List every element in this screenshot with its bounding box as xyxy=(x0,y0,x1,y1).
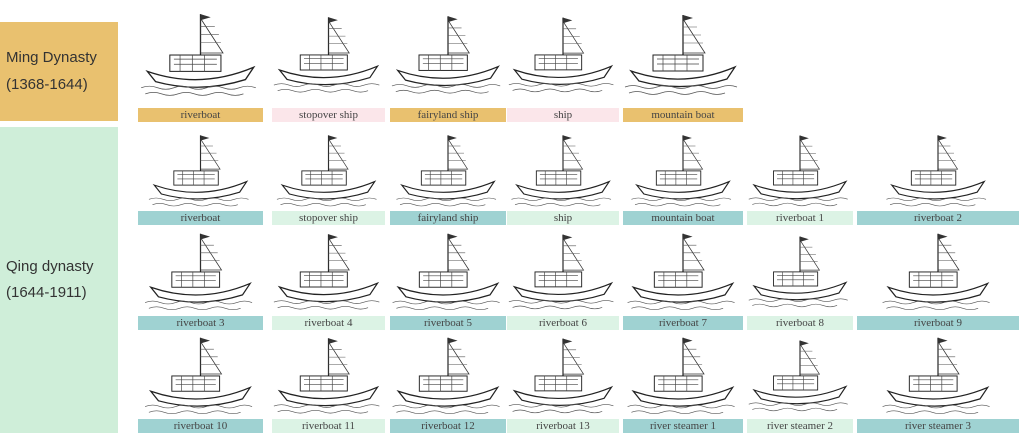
boat-label: mountain boat xyxy=(623,108,743,122)
boat-figure: fairyland ship xyxy=(390,8,506,122)
boat-figure: fairyland ship xyxy=(390,130,506,225)
boat-illustration-icon xyxy=(747,332,853,418)
boat-label: fairyland ship xyxy=(390,108,506,122)
boat-illustration-icon xyxy=(507,8,619,100)
boat-label: riverboat 9 xyxy=(857,316,1019,330)
boat-figure: mountain boat xyxy=(623,130,743,225)
boat-label: mountain boat xyxy=(623,211,743,225)
era-label-qing: Qing dynasty (1644-1911) xyxy=(0,127,118,433)
boat-figure: riverboat 7 xyxy=(623,228,743,330)
boat-label: stopover ship xyxy=(272,108,385,122)
boat-label: riverboat 12 xyxy=(390,419,506,433)
boat-label: riverboat 3 xyxy=(138,316,263,330)
boat-label: river steamer 2 xyxy=(747,419,853,433)
era-name: Ming Dynasty xyxy=(6,49,97,67)
boat-illustration-icon xyxy=(390,332,506,418)
era-years: (1368-1644) xyxy=(6,75,88,93)
boat-figure: riverboat xyxy=(138,130,263,225)
boat-illustration-icon xyxy=(623,8,743,100)
boat-label: riverboat 5 xyxy=(390,316,506,330)
boat-label: riverboat 8 xyxy=(747,316,853,330)
boat-figure: riverboat xyxy=(138,8,263,122)
boat-figure: riverboat 9 xyxy=(857,228,1019,330)
boat-illustration-icon xyxy=(272,130,385,210)
boat-figure: riverboat 4 xyxy=(272,228,385,330)
boat-figure: riverboat 5 xyxy=(390,228,506,330)
boat-figure: river steamer 2 xyxy=(747,332,853,433)
boat-label: riverboat 4 xyxy=(272,316,385,330)
boat-label: riverboat 10 xyxy=(138,419,263,433)
boat-label: ship xyxy=(507,108,619,122)
boat-label: stopover ship xyxy=(272,211,385,225)
boat-illustration-icon xyxy=(747,130,853,210)
boat-figure: riverboat 2 xyxy=(857,130,1019,225)
boat-illustration-icon xyxy=(138,8,263,100)
boat-illustration-icon xyxy=(623,130,743,210)
boat-illustration-icon xyxy=(507,130,619,210)
boat-label: riverboat 2 xyxy=(857,211,1019,225)
boat-label: riverboat 7 xyxy=(623,316,743,330)
boat-illustration-icon xyxy=(272,332,385,418)
boat-illustration-icon xyxy=(390,8,506,100)
boat-label: riverboat 13 xyxy=(507,419,619,433)
boat-label: riverboat 6 xyxy=(507,316,619,330)
era-years: (1644-1911) xyxy=(6,284,87,301)
boat-label: river steamer 1 xyxy=(623,419,743,433)
boat-label: river steamer 3 xyxy=(857,419,1019,433)
boat-figure: riverboat 12 xyxy=(390,332,506,433)
boat-figure: riverboat 13 xyxy=(507,332,619,433)
boat-figure: riverboat 11 xyxy=(272,332,385,433)
boat-illustration-icon xyxy=(507,228,619,314)
boat-figure: stopover ship xyxy=(272,130,385,225)
era-name: Qing dynasty xyxy=(6,257,94,275)
boat-illustration-icon xyxy=(390,228,506,314)
boat-label: riverboat 1 xyxy=(747,211,853,225)
boat-figure: river steamer 1 xyxy=(623,332,743,433)
boat-illustration-icon xyxy=(138,332,263,418)
boat-illustration-icon xyxy=(623,332,743,418)
boat-illustration-icon xyxy=(623,228,743,314)
boat-figure: riverboat 10 xyxy=(138,332,263,433)
boat-label: riverboat xyxy=(138,108,263,122)
boat-figure: riverboat 6 xyxy=(507,228,619,330)
boat-illustration-icon xyxy=(272,228,385,314)
boat-figure: river steamer 3 xyxy=(857,332,1019,433)
boat-label: ship xyxy=(507,211,619,225)
boat-illustration-icon xyxy=(507,332,619,418)
boat-illustration-icon xyxy=(747,228,853,314)
boat-figure: riverboat 1 xyxy=(747,130,853,225)
boat-illustration-icon xyxy=(138,228,263,314)
boat-illustration-icon xyxy=(272,8,385,100)
boat-figure: ship xyxy=(507,8,619,122)
boat-illustration-icon xyxy=(857,228,1019,314)
boat-illustration-icon xyxy=(138,130,263,210)
boat-label: riverboat 11 xyxy=(272,419,385,433)
boat-figure: mountain boat xyxy=(623,8,743,122)
boat-illustration-icon xyxy=(390,130,506,210)
boat-illustration-icon xyxy=(857,130,1019,210)
boat-figure: riverboat 8 xyxy=(747,228,853,330)
boat-figure: ship xyxy=(507,130,619,225)
boat-label: riverboat xyxy=(138,211,263,225)
boat-figure: stopover ship xyxy=(272,8,385,122)
boat-label: fairyland ship xyxy=(390,211,506,225)
boat-figure: riverboat 3 xyxy=(138,228,263,330)
boat-illustration-icon xyxy=(857,332,1019,418)
era-label-ming: Ming Dynasty (1368-1644) xyxy=(0,22,118,121)
